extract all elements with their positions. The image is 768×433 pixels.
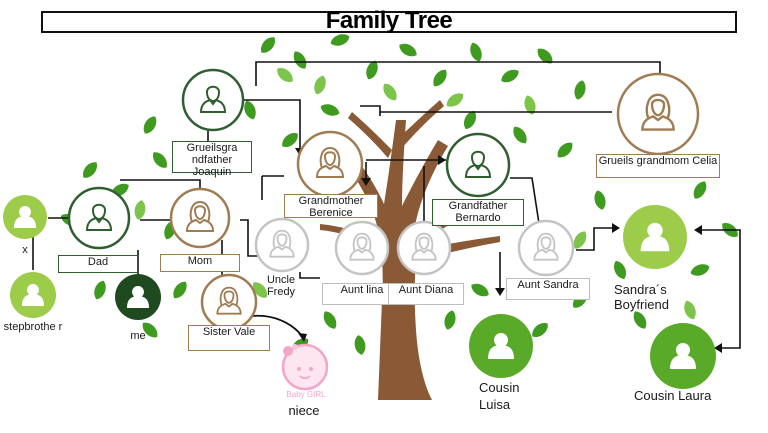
gg-grandfather-avatar[interactable] [181,68,245,132]
uncle-avatar[interactable] [254,217,310,273]
label-sandra-boyfriend: Sandra´s Boyfriend [614,282,669,312]
baby-girl-icon[interactable] [281,343,329,391]
me-avatar[interactable] [115,274,161,320]
label-cousin-luisa: Cousin Luisa [479,380,520,412]
label-grandmother: Grandmother Berenice [284,194,378,219]
label-sister: Sister Vale [188,325,270,351]
label-grandfather: Grandfather Bernardo [432,199,524,226]
grandfather-avatar[interactable] [445,132,511,198]
x-avatar[interactable] [3,195,47,239]
gg-grandmother-avatar[interactable] [616,72,700,156]
aunt-sandra-avatar[interactable] [517,219,575,277]
label-uncle: Uncle Fredy [266,274,296,298]
aunt-lina-avatar[interactable] [334,220,390,276]
dad-avatar[interactable] [67,186,131,250]
stepbrother-avatar[interactable] [10,272,56,318]
label-mom: Mom [160,254,240,272]
sister-avatar[interactable] [200,273,258,331]
label-gg-grandmother: Grueils grandmom Celia [596,154,720,178]
aunt-diana-avatar[interactable] [396,220,452,276]
cousin-laura-avatar[interactable] [650,323,716,389]
grandmother-avatar[interactable] [296,130,364,198]
sandra-boyfriend-avatar[interactable] [621,203,689,271]
label-aunt-sandra: Aunt Sandra [506,278,590,300]
label-dad: Dad [58,255,138,273]
page-title: Family Tree [325,7,453,34]
label-cousin-laura: Cousin Laura [634,388,712,403]
label-aunt-diana: Aunt Diana [388,283,464,305]
label-niece: niece [288,403,320,418]
label-gg-grandfather: Grueilsgra ndfather Joaquin [172,141,252,178]
label-stepbrother: stepbrothe r [3,321,63,333]
label-x: x [22,244,28,256]
mom-avatar[interactable] [169,187,231,249]
label-aunt-lina: Aunt lina [322,283,402,305]
cousin-luisa-avatar[interactable] [469,314,533,378]
title-bar: Family Tree [41,7,737,34]
label-me: me [130,330,146,342]
label-baby-girl: Baby GIRL [286,390,326,399]
